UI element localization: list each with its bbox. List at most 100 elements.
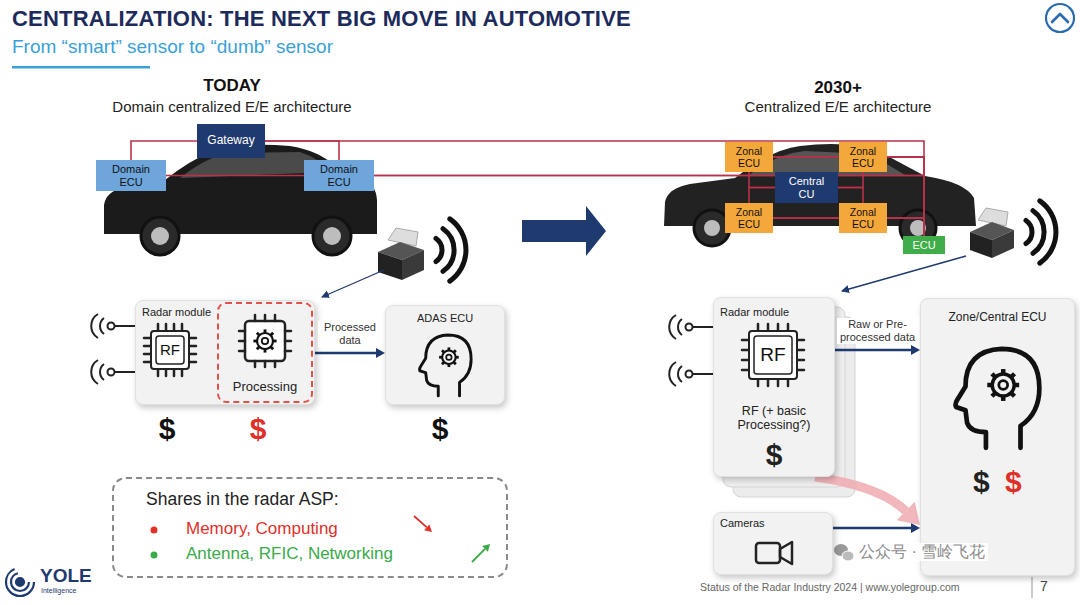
ecu-box: ECU [903, 236, 945, 254]
note-item: Memory, Computing [186, 519, 338, 539]
box-label: Zonal ECU [839, 145, 887, 169]
bus-wire [887, 157, 924, 236]
box-label: Domain ECU [316, 163, 362, 188]
processor-chip-icon [236, 312, 294, 370]
camera-icon [756, 543, 780, 563]
processor-chip-icon [253, 340, 257, 343]
transition-arrow [522, 206, 606, 256]
cameras-panel: Cameras [713, 512, 833, 575]
chip-pins [786, 324, 789, 330]
chip-pins [144, 352, 150, 355]
chip-pins [754, 336, 792, 374]
chip-pins [742, 358, 748, 361]
shares-note: Shares in the radar ASP: Memory, Computin… [112, 477, 508, 578]
brain-icon [439, 356, 442, 359]
cost-symbol: $ [973, 465, 990, 500]
antenna-symbol [108, 369, 115, 376]
chip-pins [798, 358, 804, 361]
processor-chip-icon [254, 315, 257, 321]
box-label: Zonal ECU [839, 206, 887, 230]
cost-symbol: $ [241, 412, 275, 447]
brain-icon [999, 381, 1008, 390]
connector-line [887, 157, 924, 236]
radar-device [992, 230, 1014, 258]
column-subheading: Domain centralized E/E architecture [82, 98, 382, 115]
domain-ecu-box: Domain ECU [96, 160, 166, 191]
processor-chip-icon [271, 333, 274, 336]
radar-waves [450, 219, 466, 281]
processing-block: Processing [217, 302, 313, 403]
radar-module-panel: Radar moduleRF (+ basic Processing?)$RF [713, 297, 835, 477]
chip-pins [742, 348, 748, 351]
footer-separator [1032, 577, 1033, 598]
antenna-symbol [693, 326, 714, 328]
radar-waves [1033, 211, 1044, 254]
chip-pins [190, 336, 196, 339]
brain-icon [442, 350, 456, 364]
antenna-symbol [686, 324, 693, 331]
car-today [323, 227, 341, 245]
antenna-symbol [115, 371, 136, 373]
brain-icon [442, 350, 444, 352]
radar-device [970, 208, 1014, 258]
cost-symbol: $ [150, 412, 184, 447]
panel-text: RF (+ basic Processing?) [718, 404, 830, 433]
connector-line [887, 218, 924, 236]
antenna-symbol [669, 315, 676, 339]
brain-icon [446, 355, 451, 360]
domain-ecu-box: Domain ECU [304, 160, 374, 191]
chip-pins [156, 336, 184, 364]
chip-pins [144, 344, 150, 347]
radar-waves [443, 229, 454, 272]
yole-logo-mark [6, 568, 34, 596]
chip-pins [742, 368, 748, 371]
note-item: Antenna, RFIC, Networking [186, 544, 393, 564]
panel-title: Radar module [142, 306, 211, 319]
brain-icon [1011, 393, 1015, 397]
connector-line [838, 172, 863, 188]
chip-pins [766, 324, 769, 330]
data-arrow [315, 348, 385, 358]
brain-icon [1001, 396, 1005, 401]
cost-symbol: $ [423, 412, 457, 447]
radar-device [378, 228, 424, 280]
brain-icon [1001, 369, 1005, 374]
zonal-ecu-box: Zonal ECU [725, 203, 773, 233]
chip-pins [190, 352, 196, 355]
antenna-symbol [108, 323, 115, 330]
logo-tagline: Intelligence [41, 587, 76, 595]
antenna-symbol [100, 318, 104, 334]
yole-logo-mark [6, 568, 34, 596]
brain-icon [992, 374, 1014, 396]
wechat-icon [834, 544, 854, 561]
chip-pins [164, 324, 167, 330]
processor-chip-icon [285, 340, 291, 343]
antenna-symbol [100, 364, 104, 380]
block-label: Processing [219, 380, 311, 395]
chip-pins [172, 370, 175, 376]
chip-pins [180, 324, 183, 330]
panel-title: Cameras [720, 517, 765, 530]
chip-pins [798, 368, 804, 371]
processor-chip-icon [257, 347, 260, 350]
radar-module-panel: Radar moduleRFProcessing [135, 300, 315, 405]
bus-wire [374, 176, 924, 237]
bus-wire [838, 188, 863, 204]
cost-symbol: $ [714, 438, 834, 473]
connector-line [265, 141, 339, 160]
processor-chip-icon [254, 361, 257, 367]
antenna-symbol [669, 362, 676, 386]
note-heading: Shares in the radar ASP: [146, 489, 339, 509]
data-arrow [835, 345, 920, 355]
chip-pins [798, 348, 804, 351]
brain-icon [992, 393, 996, 397]
panel-title: Radar module [720, 306, 789, 319]
bus-wire [749, 172, 775, 188]
box-label: ECU [912, 239, 935, 252]
processor-chip-icon [274, 361, 277, 367]
processor-chip-icon [245, 321, 285, 361]
bus-wire [166, 176, 924, 237]
watermark: 公众号 · 雪岭飞花 [856, 543, 988, 561]
column-heading: 2030+ [738, 78, 938, 98]
chip-pins [144, 336, 150, 339]
